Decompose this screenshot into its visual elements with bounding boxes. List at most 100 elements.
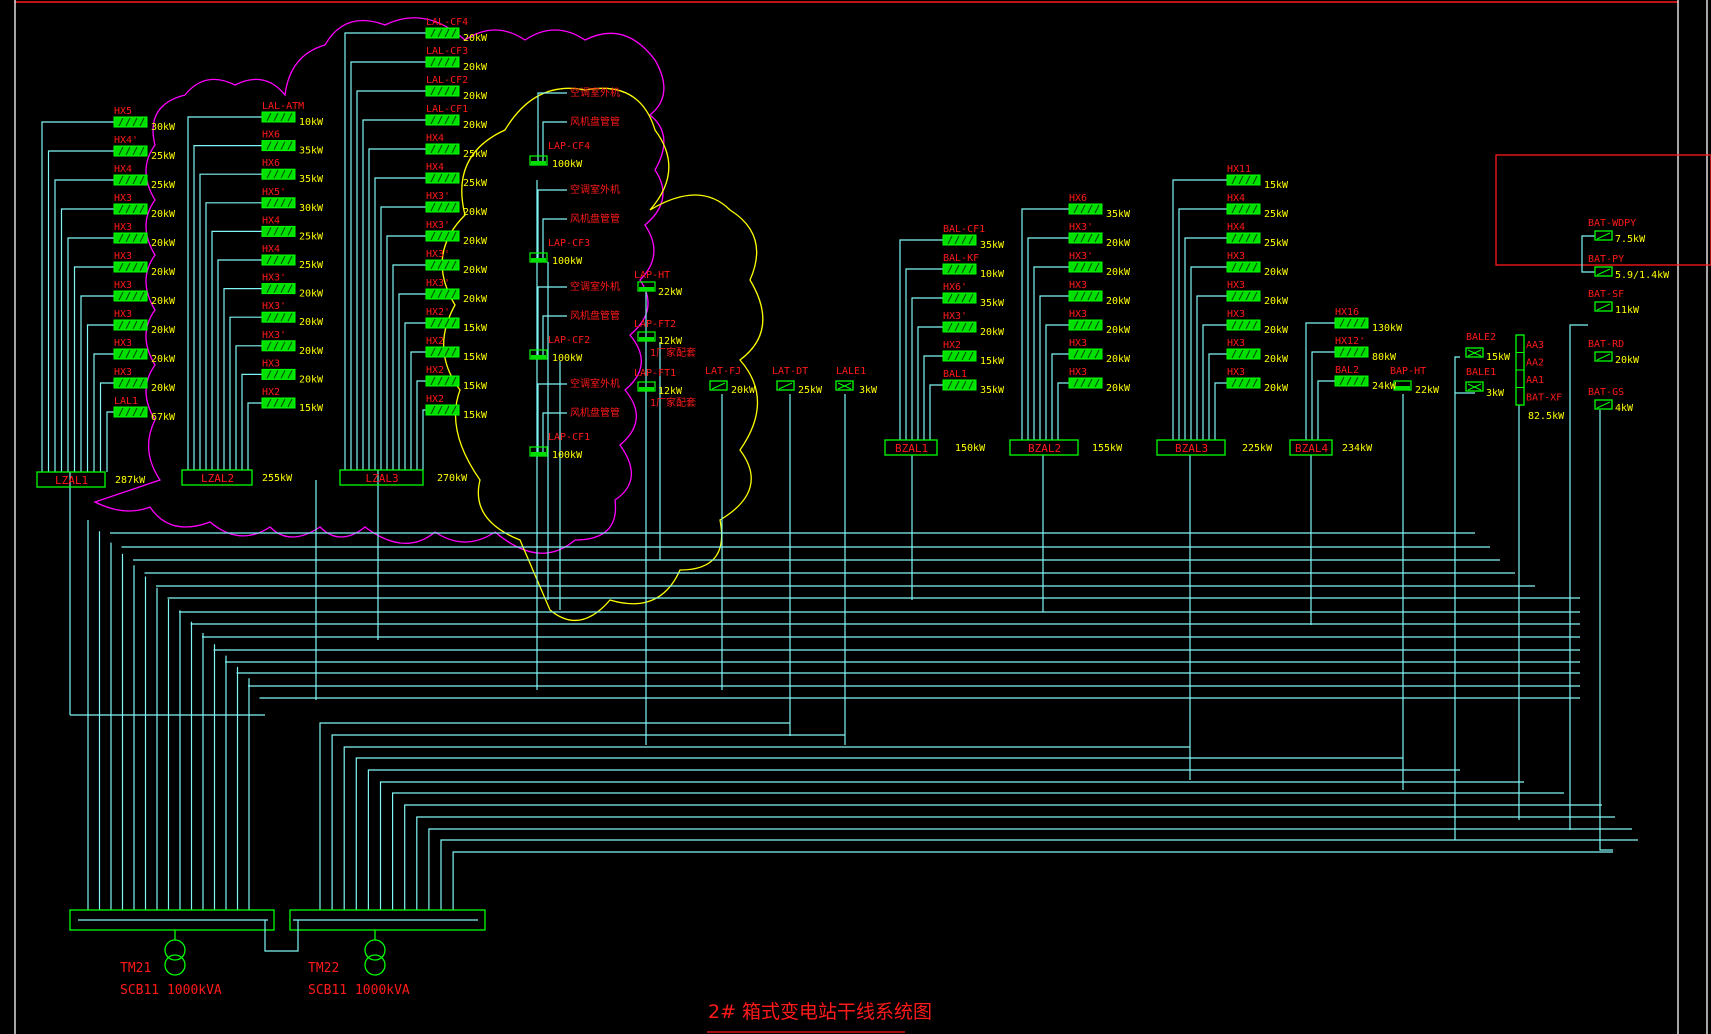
feeder-cable xyxy=(54,179,114,472)
bat-breaker[interactable] xyxy=(1594,399,1613,410)
feeder-breaker[interactable] xyxy=(1068,290,1103,302)
feeder-breaker[interactable] xyxy=(1068,348,1103,360)
feeder-power: 15kW xyxy=(463,381,488,392)
distribution-panel[interactable] xyxy=(36,471,106,488)
feeder-name: HX3' xyxy=(1069,251,1093,262)
feeder-breaker[interactable] xyxy=(1226,261,1261,273)
hatch-mark xyxy=(1339,347,1345,357)
feeder-breaker[interactable] xyxy=(261,254,296,266)
single-feeder-breaker[interactable] xyxy=(1393,380,1412,391)
lap-breaker[interactable] xyxy=(529,446,548,457)
single-feeder-breaker[interactable] xyxy=(709,380,728,391)
feeder-breaker[interactable] xyxy=(425,201,460,213)
lap-breaker[interactable] xyxy=(529,155,548,166)
feeder-breaker[interactable] xyxy=(425,85,460,97)
feeder-breaker[interactable] xyxy=(261,283,296,295)
feeder-name: HX3 xyxy=(1227,338,1245,349)
transformer-tm22[interactable]: TM22 SCB11 1000kVA xyxy=(308,930,410,998)
feeder-breaker[interactable] xyxy=(425,404,460,416)
feeder-breaker[interactable] xyxy=(1226,174,1261,186)
feeder-breaker[interactable] xyxy=(942,321,977,333)
feeder-breaker[interactable] xyxy=(1334,375,1369,387)
distribution-panel[interactable] xyxy=(1156,439,1226,456)
feeder-breaker[interactable] xyxy=(942,292,977,304)
feeder-breaker[interactable] xyxy=(113,290,148,302)
single-feeder-breaker[interactable] xyxy=(1465,381,1484,392)
single-feeder-breaker[interactable] xyxy=(835,380,854,391)
single-feeder-breaker[interactable] xyxy=(637,381,656,392)
feeder-breaker[interactable] xyxy=(261,311,296,323)
feeder-breaker[interactable] xyxy=(1068,377,1103,389)
feeder-breaker[interactable] xyxy=(261,340,296,352)
feeder-breaker[interactable] xyxy=(942,263,977,275)
feeder-breaker[interactable] xyxy=(942,350,977,362)
bat-breaker[interactable] xyxy=(1594,230,1613,241)
feeder-breaker[interactable] xyxy=(1334,317,1369,329)
feeder-breaker[interactable] xyxy=(113,203,148,215)
wiring-layer xyxy=(41,32,1638,910)
feeder-breaker[interactable] xyxy=(261,197,296,209)
feeder-breaker[interactable] xyxy=(1068,261,1103,273)
feeder-breaker[interactable] xyxy=(1068,203,1103,215)
feeder-breaker[interactable] xyxy=(1068,319,1103,331)
feeder-breaker[interactable] xyxy=(425,375,460,387)
busbar-tm22[interactable] xyxy=(289,909,486,931)
feeder-breaker[interactable] xyxy=(113,232,148,244)
distribution-panel[interactable] xyxy=(339,469,424,486)
feeder-breaker[interactable] xyxy=(261,225,296,237)
bat-power: 4kW xyxy=(1615,403,1634,414)
feeder-breaker[interactable] xyxy=(425,27,460,39)
feeder-breaker[interactable] xyxy=(425,259,460,271)
feeder-breaker[interactable] xyxy=(1334,346,1369,358)
feeder-name: HX5' xyxy=(262,187,286,198)
feeder-breaker[interactable] xyxy=(425,230,460,242)
single-feeder-breaker[interactable] xyxy=(637,331,656,342)
feeder-breaker[interactable] xyxy=(113,406,148,418)
feeder-breaker[interactable] xyxy=(1226,290,1261,302)
transformer-tm21[interactable]: TM21 SCB11 1000kVA xyxy=(120,930,222,998)
feeder-breaker[interactable] xyxy=(261,368,296,380)
feeder-breaker[interactable] xyxy=(942,234,977,246)
single-feeder-breaker[interactable] xyxy=(637,281,656,292)
feeder-power: 130kW xyxy=(1372,323,1403,334)
feeder-breaker[interactable] xyxy=(261,140,296,152)
feeder-breaker[interactable] xyxy=(113,261,148,273)
feeder-breaker[interactable] xyxy=(261,397,296,409)
hatch-mark xyxy=(954,235,960,245)
feeder-breaker[interactable] xyxy=(425,56,460,68)
feeder-breaker[interactable] xyxy=(1226,203,1261,215)
lap-breaker[interactable] xyxy=(529,349,548,360)
distribution-panel[interactable] xyxy=(884,439,938,456)
feeder-breaker[interactable] xyxy=(425,346,460,358)
feeder-breaker[interactable] xyxy=(942,379,977,391)
lap-breaker[interactable] xyxy=(529,252,548,263)
feeder-breaker[interactable] xyxy=(261,111,296,123)
feeder-breaker[interactable] xyxy=(113,319,148,331)
hatch-mark xyxy=(437,405,443,415)
feeder-breaker[interactable] xyxy=(261,168,296,180)
single-feeder-breaker[interactable] xyxy=(1465,347,1484,358)
feeder-breaker[interactable] xyxy=(1226,348,1261,360)
feeder-breaker[interactable] xyxy=(1226,377,1261,389)
distribution-panel[interactable] xyxy=(1009,439,1079,456)
bat-breaker[interactable] xyxy=(1594,351,1613,362)
feeder-breaker[interactable] xyxy=(425,114,460,126)
bat-breaker[interactable] xyxy=(1594,266,1613,277)
bat-breaker[interactable] xyxy=(1594,301,1613,312)
feeder-breaker[interactable] xyxy=(113,348,148,360)
feeder-breaker[interactable] xyxy=(1226,232,1261,244)
feeder-breaker[interactable] xyxy=(113,174,148,186)
busbar-tm21[interactable] xyxy=(69,909,275,931)
feeder-breaker[interactable] xyxy=(425,317,460,329)
feeder-breaker[interactable] xyxy=(1068,232,1103,244)
feeder-breaker[interactable] xyxy=(425,288,460,300)
feeder-breaker[interactable] xyxy=(113,377,148,389)
single-feeder-breaker[interactable] xyxy=(776,380,795,391)
feeder-breaker[interactable] xyxy=(113,116,148,128)
feeder-breaker[interactable] xyxy=(1226,319,1261,331)
feeder-breaker[interactable] xyxy=(425,143,460,155)
feeder-breaker[interactable] xyxy=(113,145,148,157)
distribution-panel[interactable] xyxy=(1289,439,1333,456)
distribution-panel[interactable] xyxy=(181,469,253,486)
feeder-breaker[interactable] xyxy=(425,172,460,184)
